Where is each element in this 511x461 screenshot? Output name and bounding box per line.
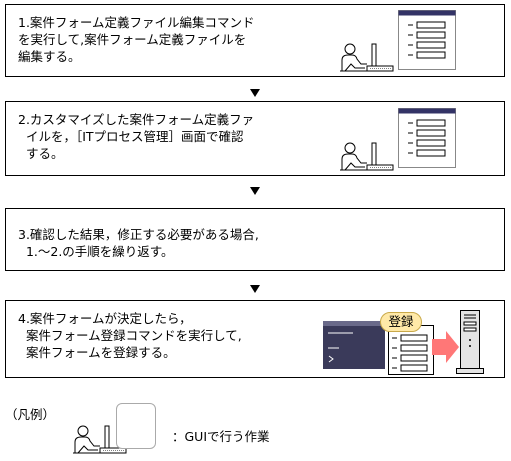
step-3-box: 3.確認した結果，修正する必要がある場合, 1.～2.の手順を繰り返す。 xyxy=(5,208,505,271)
form-window-icon xyxy=(398,108,456,168)
down-arrow-icon xyxy=(250,285,260,293)
server-icon xyxy=(456,310,484,374)
step-4-text: 4.案件フォームが決定したら， 案件フォーム登録コマンドを実行して, 案件フォー… xyxy=(18,311,242,360)
step-2-text: 2.カスタマイズした案件フォーム定義ファ イルを，［ITプロセス管理］画面で確認… xyxy=(18,112,255,161)
legend-gui-box xyxy=(116,403,156,449)
legend-title: （凡例） xyxy=(5,407,56,422)
gui-operator-icon xyxy=(73,425,127,454)
down-arrow-icon xyxy=(250,187,260,195)
right-arrow-icon xyxy=(432,331,459,363)
form-window-icon xyxy=(398,10,456,70)
step-3-text: 3.確認した結果，修正する必要がある場合, 1.～2.の手順を繰り返す。 xyxy=(18,227,259,259)
form-document-icon xyxy=(388,325,434,375)
register-badge-label: 登録 xyxy=(388,314,414,329)
command-terminal-icon xyxy=(323,321,385,369)
down-arrow-icon xyxy=(250,89,260,97)
gui-operator-icon xyxy=(340,142,394,171)
step-1-text: 1.案件フォーム定義ファイル編集コマンド を実行して,案件フォーム定義ファイルを… xyxy=(18,15,255,64)
legend-gui-label: ：GUIで行う作業 xyxy=(172,429,270,444)
gui-operator-icon xyxy=(340,43,394,72)
register-badge: 登録 xyxy=(380,312,422,332)
